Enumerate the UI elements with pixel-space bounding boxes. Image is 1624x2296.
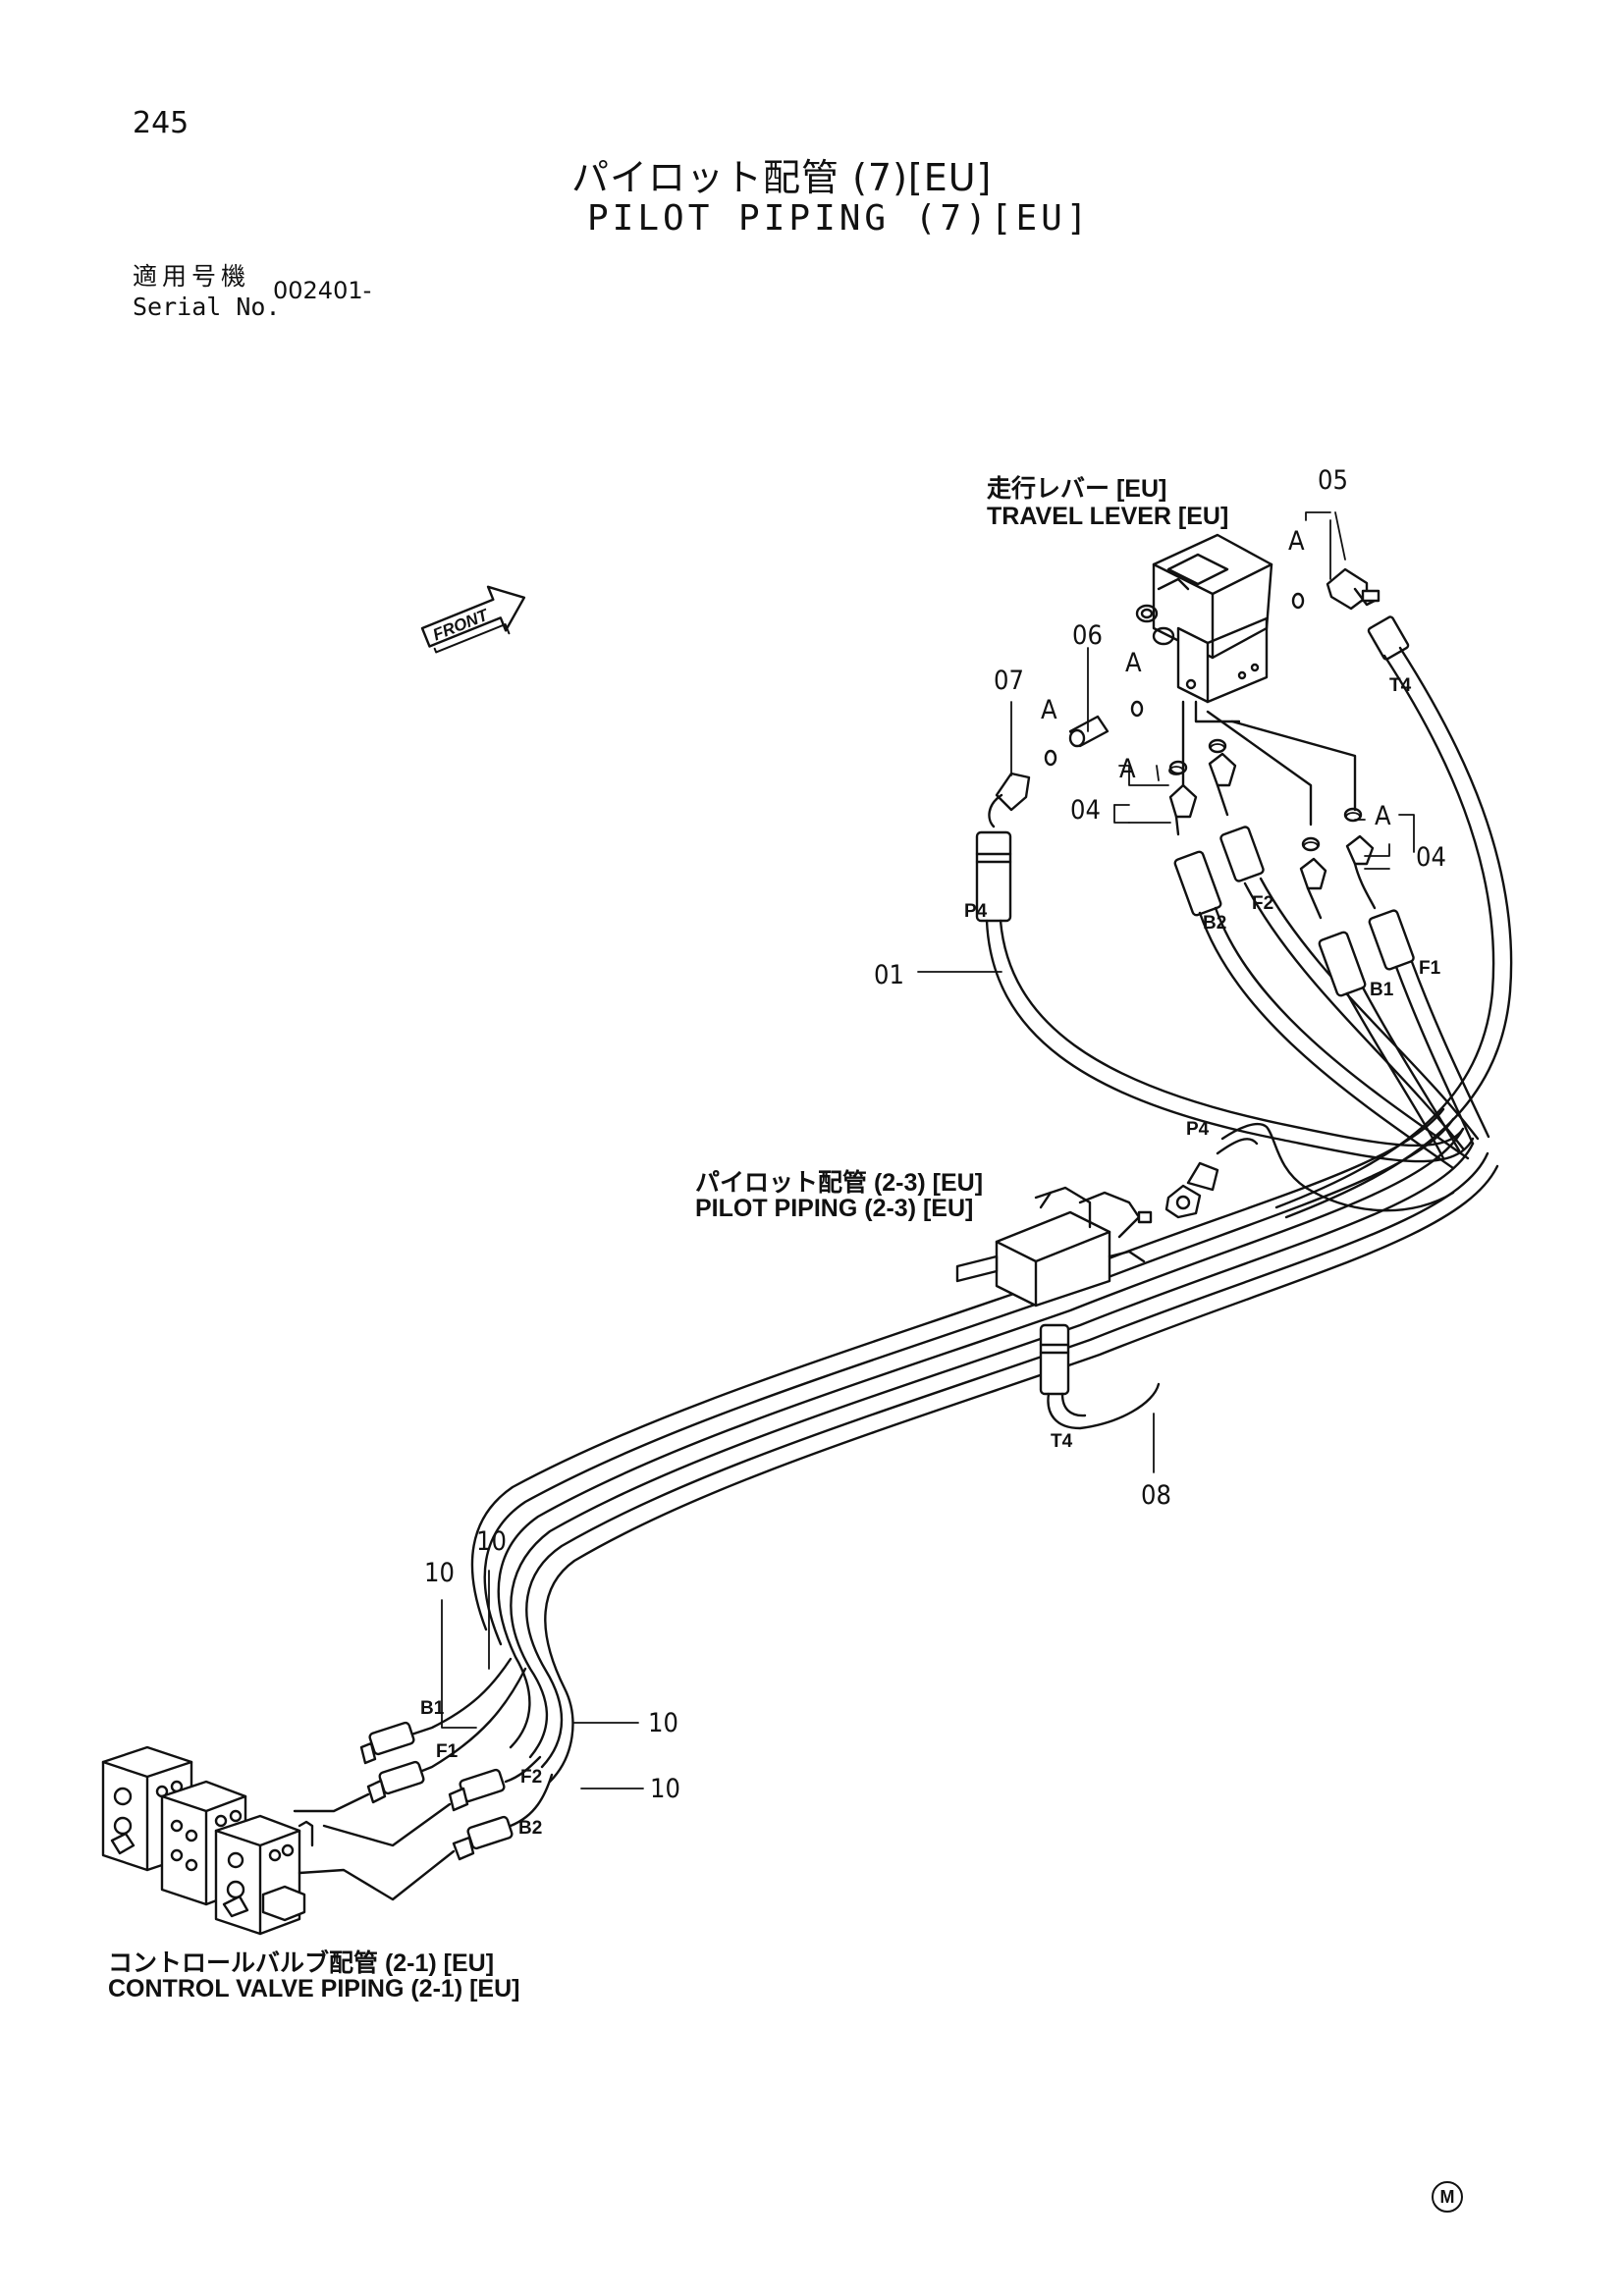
- port-label-b1: B1: [1370, 980, 1394, 1000]
- callout-05: 05: [1318, 465, 1348, 496]
- port-label-f2-bottom: F2: [520, 1767, 543, 1788]
- port-label-f1-bottom: F1: [436, 1741, 459, 1762]
- serial-label-japanese: 適用号機: [133, 262, 251, 291]
- hose-08-t4: [1039, 1323, 1161, 1430]
- callout-07: 07: [994, 666, 1024, 696]
- callout-10-mid: 10: [648, 1708, 678, 1738]
- title-japanese: パイロット配管 (7)[EU]: [571, 156, 993, 199]
- adapter-fitting-06: [1068, 700, 1144, 748]
- lower-hose-b1: [359, 1657, 513, 1765]
- callout-10-left: 10: [424, 1558, 455, 1588]
- callout-10-bottom: 10: [650, 1774, 680, 1804]
- detail-a-marker: A: [1041, 695, 1057, 725]
- o-rings: [1168, 743, 1361, 851]
- pilot-piping-label-jp: パイロット配管 (2-3) [EU]: [695, 1169, 984, 1197]
- port-label-b2: B2: [1203, 913, 1227, 934]
- port-label-p4: P4: [964, 901, 988, 922]
- pilot-piping-label-en: PILOT PIPING (2-3) [EU]: [695, 1195, 974, 1222]
- page-number: 245: [133, 106, 189, 140]
- hose-bundle: [470, 1107, 1499, 1784]
- callout-leaders: [441, 511, 1390, 1789]
- port-label-b1-bottom: B1: [420, 1698, 445, 1719]
- hose-b2: [1168, 760, 1470, 1170]
- control-valve-blocks: [101, 1745, 314, 1936]
- port-label-p4-mid: P4: [1186, 1119, 1210, 1140]
- front-label: FRONT: [430, 605, 492, 644]
- model-mark: M: [1432, 2181, 1463, 2213]
- detail-a-marker: A: [1288, 526, 1305, 557]
- lower-hose-f2: [322, 1755, 542, 1847]
- hose-f1: [1343, 807, 1490, 1146]
- travel-lever-body: [1135, 533, 1273, 723]
- detail-a-marker: A: [1125, 648, 1142, 678]
- port-label-t4-mid: T4: [1051, 1431, 1073, 1452]
- detail-a-marker: A: [1119, 754, 1136, 784]
- pilot-piping-p4-connector: [1164, 1122, 1455, 1219]
- elbow-fitting-07: [988, 749, 1057, 828]
- control-valve-label-en: CONTROL VALVE PIPING (2-1) [EU]: [108, 1975, 520, 2002]
- callout-01: 01: [874, 960, 904, 990]
- port-label-b2-bottom: B2: [518, 1818, 543, 1839]
- control-valve-label-jp: コントロールバルブ配管 (2-1) [EU]: [108, 1949, 495, 1977]
- serial-number: 002401-: [273, 277, 372, 304]
- a-brackets: [1118, 765, 1415, 853]
- travel-lever-label-en: TRAVEL LEVER [EU]: [987, 503, 1229, 530]
- pilot-piping-valve-block: [955, 1186, 1153, 1308]
- callout-06: 06: [1072, 620, 1103, 651]
- hose-b1: [1299, 836, 1461, 1160]
- travel-lever-label-jp: 走行レバー [EU]: [987, 475, 1167, 503]
- lower-hose-b2: [298, 1773, 554, 1901]
- port-label-t4: T4: [1389, 675, 1412, 696]
- detail-a-marker: A: [1375, 801, 1391, 831]
- callout-04-left: 04: [1070, 795, 1101, 826]
- lower-hose-f1: [293, 1667, 527, 1813]
- front-arrow-icon: FRONT: [420, 585, 526, 654]
- callout-04-right: 04: [1416, 842, 1446, 873]
- hose-01-p4: [975, 830, 1475, 1163]
- port-label-f1: F1: [1419, 958, 1441, 979]
- serial-label-english: Serial No.: [133, 293, 281, 321]
- hose-f2: [1208, 738, 1480, 1150]
- callout-10-top: 10: [476, 1526, 507, 1557]
- title-english: PILOT PIPING (7)[EU]: [587, 198, 1092, 239]
- elbow-fitting-05: [1291, 567, 1380, 611]
- callout-08: 08: [1141, 1480, 1171, 1511]
- port-label-f2: F2: [1252, 893, 1274, 914]
